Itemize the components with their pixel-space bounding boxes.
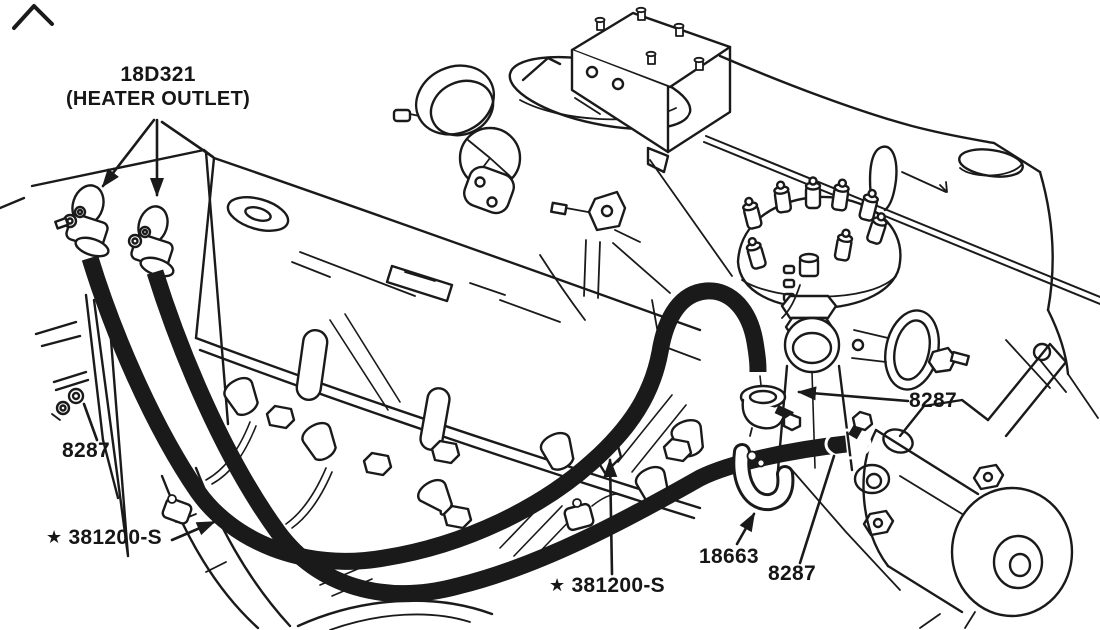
heater-hoses: [81, 255, 847, 603]
part-number: 18D321: [120, 63, 196, 86]
callout-leader-lines: [82, 118, 910, 576]
callout-heater-outlet: 18D321 (HEATER OUTLET): [38, 62, 278, 112]
callout-elbow-hose: 18663: [699, 544, 759, 569]
leader-8287-right: [797, 386, 910, 403]
spark-plug-row: [205, 329, 705, 530]
heater-hose-front: [81, 255, 767, 570]
leader-381200-center: [603, 458, 618, 576]
leader-8287-lower: [798, 454, 836, 565]
leader-8287-left: [82, 402, 99, 442]
part-number: 18663: [699, 545, 759, 568]
star-icon: ★: [549, 575, 566, 595]
callout-screw-left: ★381200-S: [46, 525, 162, 551]
leader-heater-outlet-3: [160, 120, 215, 159]
part-number: 8287: [62, 439, 110, 462]
callout-clamp-left: 8287: [62, 438, 110, 463]
hose-hardware: [161, 375, 874, 532]
leader-heater-outlet-1: [101, 118, 156, 188]
callout-clamp-right: 8287: [909, 388, 957, 413]
leader-18663: [735, 512, 756, 546]
engine-block-right: [703, 54, 1100, 419]
part-description: (HEATER OUTLET): [65, 88, 251, 110]
part-number: 8287: [768, 562, 816, 585]
star-icon: ★: [46, 527, 63, 547]
carburetor: [392, 6, 733, 321]
background-marks: [0, 4, 90, 392]
part-number: 381200-S: [571, 574, 665, 597]
heater-outlet-fittings: [54, 184, 175, 278]
heater-hose-rear: [146, 269, 847, 603]
callout-clamp-lower-right: 8287: [768, 561, 816, 586]
leader-381200-left: [170, 520, 216, 542]
starter-and-pump: [791, 342, 1074, 629]
part-number: 381200-S: [68, 526, 162, 549]
part-number: 8287: [909, 389, 957, 412]
callout-screw-center: ★381200-S: [549, 573, 665, 599]
